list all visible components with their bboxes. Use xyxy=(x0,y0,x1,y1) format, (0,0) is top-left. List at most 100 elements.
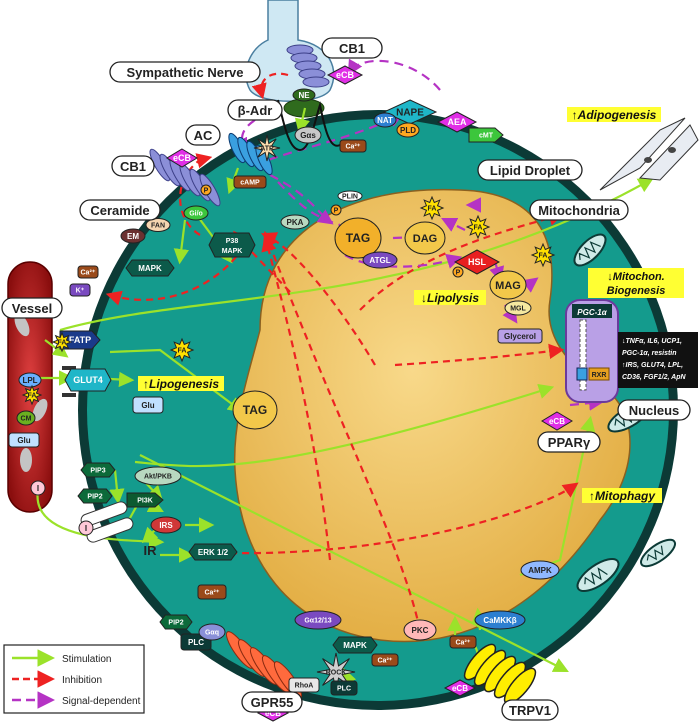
pip2-node: PIP2 xyxy=(159,614,193,630)
cb1-nerve-label: CB1 xyxy=(339,41,365,56)
ampk-label: AMPK xyxy=(528,566,552,575)
plc-node: PLC xyxy=(330,680,358,696)
em-node: EM xyxy=(120,228,146,244)
stimulation-arrows xyxy=(36,107,654,686)
p38-label-line2: MAPK xyxy=(222,248,243,255)
fa-node: FA xyxy=(465,214,491,240)
pip2-label: PIP2 xyxy=(168,619,183,626)
mapk-node: MAPK xyxy=(125,259,175,277)
ca-node: Ca²⁺ xyxy=(197,584,227,600)
plc-label: PLC xyxy=(188,638,204,647)
gene-expression-box: ↓TNFα, IL6, UCP1, PGC-1α, resistin ↑IRS,… xyxy=(618,332,698,388)
plin-label: PLIN xyxy=(342,193,358,200)
atgl-label: ATGL xyxy=(369,256,390,265)
red-cell xyxy=(14,313,30,337)
cmt-node: cMT xyxy=(468,127,504,143)
nucleus-box xyxy=(617,399,691,421)
irs-node: IRS xyxy=(150,516,182,534)
legend-inhibition-label: Inhibition xyxy=(62,675,102,686)
glycerol-label: Glycerol xyxy=(504,332,536,341)
ecb-label: eCB xyxy=(452,684,468,693)
glu-node: Glu xyxy=(132,396,164,414)
cm-label: CM xyxy=(21,415,32,422)
rxr-label: RXR xyxy=(592,372,607,379)
rxr-box xyxy=(588,367,610,381)
ecb-label: eCB xyxy=(336,70,355,80)
gene-line-4: CD36, FGF1/2, ApN xyxy=(622,374,686,381)
pip2-label: PIP2 xyxy=(87,493,102,500)
atp-label: ATP xyxy=(260,145,274,152)
ppar-box xyxy=(576,367,588,381)
p38-label-line1: P38 xyxy=(226,238,239,245)
fa-label: FA xyxy=(539,252,548,259)
ca-node: Ca²⁺ xyxy=(449,635,477,649)
mitochondria-glyphs xyxy=(573,233,677,593)
mitochondria-label: Mitochondria xyxy=(538,203,620,218)
trpv1-box xyxy=(501,699,559,721)
gene-box-bg xyxy=(618,332,698,388)
cb1-nerve-box xyxy=(321,37,383,59)
ac-receptor xyxy=(228,132,273,176)
lpl-label: LPL xyxy=(22,376,37,385)
fa-node: FA xyxy=(169,337,195,363)
ecb-label: eCB xyxy=(265,709,281,718)
ca-node: Ca²⁺ xyxy=(371,653,399,667)
ecb-label: eCB xyxy=(173,153,192,163)
ecb-node: eCB xyxy=(541,411,573,431)
camkkb-label: CaMKKβ xyxy=(483,616,516,625)
p-label: P xyxy=(456,269,461,276)
pld-label: PLD xyxy=(400,126,416,135)
fa-node: FA xyxy=(530,242,556,268)
sympathetic-nerve-label: Sympathetic Nerve xyxy=(126,65,243,80)
plc-label: PLC xyxy=(337,685,351,692)
cb1-membrane-label: CB1 xyxy=(120,159,146,174)
mitochondrion xyxy=(639,538,677,568)
glut4-node: GLUT4 xyxy=(64,368,112,392)
legend-stimulation-label: Stimulation xyxy=(62,654,111,665)
mito-biogenesis-line2: Biogenesis xyxy=(607,285,666,297)
glu-label: Glu xyxy=(17,436,30,445)
adipogenesis-label: ↑Adipogenesis xyxy=(572,108,657,122)
fa-label: FA xyxy=(428,205,437,212)
glut4-label: GLUT4 xyxy=(73,375,103,385)
gaq-node: Gαq xyxy=(198,623,226,641)
mitochondrion xyxy=(576,557,620,593)
erk-node: ERK 1/2 xyxy=(188,543,238,561)
gas-node: Gαs xyxy=(294,126,322,144)
pgc1a-box xyxy=(572,304,612,318)
akt-node: Akt/PKB xyxy=(134,466,182,486)
camp-node: cAMP xyxy=(233,175,267,189)
i-node: I xyxy=(78,520,94,536)
nucleus-label: Nucleus xyxy=(629,403,680,418)
highlights: ↑Adipogenesis ↓Lipolysis ↓Mitochon. Biog… xyxy=(138,107,684,503)
fa-label: FA xyxy=(58,339,67,346)
atp-node: ATP xyxy=(253,134,281,162)
vessel-label: Vessel xyxy=(12,301,53,316)
red-cell xyxy=(20,448,32,472)
ca-node: Ca²⁺ xyxy=(77,265,99,279)
fa-label: FA xyxy=(178,347,187,354)
gene-line-1: ↓TNFα, IL6, UCP1, xyxy=(622,338,682,345)
beta-adr-label: β-Adr xyxy=(238,103,273,118)
fa-node: FA xyxy=(21,384,43,406)
inhibition-arrows xyxy=(105,72,579,631)
mitochondria-box xyxy=(529,199,629,221)
glycerol-node: Glycerol xyxy=(497,328,543,344)
gio-node: Gi/o xyxy=(183,205,209,221)
em-label: EM xyxy=(127,232,139,241)
nucleus: PGC-1α RXR xyxy=(565,299,619,403)
rock-label: ROCK xyxy=(326,669,347,676)
beta-adr-box xyxy=(227,99,283,121)
lipolysis-box xyxy=(414,290,486,305)
fa-node: FA xyxy=(419,195,445,221)
p-node: P xyxy=(330,204,342,216)
i-label: I xyxy=(85,524,87,533)
fa-label: FA xyxy=(474,224,483,231)
i-label: I xyxy=(37,484,39,493)
cmt-label: cMT xyxy=(479,132,494,139)
dag-label: DAG xyxy=(413,233,437,245)
lipogenesis-box xyxy=(138,376,224,391)
gpr55-label: GPR55 xyxy=(251,695,294,710)
gene-line-3: ↑IRS, GLUT4, LPL, xyxy=(622,362,683,369)
mgl-label: MGL xyxy=(510,305,526,312)
